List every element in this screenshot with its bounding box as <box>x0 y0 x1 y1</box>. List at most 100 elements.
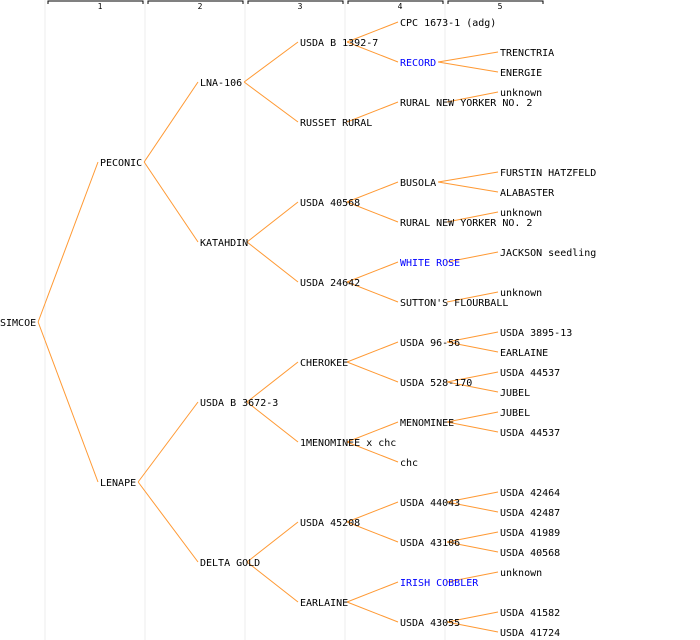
pedigree-node: SUTTON'S FLOURBALL <box>400 298 508 309</box>
pedigree-node: ALABASTER <box>500 188 555 199</box>
pedigree-node: USDA 24642 <box>300 278 360 289</box>
pedigree-edge <box>346 281 399 303</box>
pedigree-edges <box>37 21 499 633</box>
pedigree-node: RURAL NEW YORKER NO. 2 <box>400 98 532 109</box>
pedigree-edge <box>446 211 499 223</box>
pedigree-edge <box>246 401 299 443</box>
pedigree-node: USDA 40568 <box>300 198 360 209</box>
pedigree-edge <box>446 331 499 343</box>
pedigree-edge <box>243 81 299 123</box>
pedigree-node: CHEROKEE <box>300 358 348 369</box>
generation-number: 1 <box>98 2 103 11</box>
pedigree-edge <box>446 621 499 633</box>
generation-bracket <box>147 0 244 4</box>
pedigree-edge <box>346 101 399 123</box>
pedigree-node: USDA B 3672-3 <box>200 398 278 409</box>
pedigree-node: unknown <box>500 88 542 99</box>
pedigree-edge <box>346 361 399 383</box>
pedigree-edge <box>446 381 499 393</box>
pedigree-node: USDA 41724 <box>500 628 560 639</box>
pedigree-node: RURAL NEW YORKER NO. 2 <box>400 218 532 229</box>
pedigree-node-link[interactable]: RECORD <box>400 58 436 69</box>
pedigree-node: LNA-106 <box>200 78 242 89</box>
pedigree-node: JACKSON seedling <box>500 248 596 259</box>
pedigree-node: USDA 96-56 <box>400 338 460 349</box>
pedigree-node: TRENCTRIA <box>500 48 554 59</box>
pedigree-edge <box>446 411 499 423</box>
pedigree-edge <box>446 491 499 503</box>
pedigree-edge <box>143 81 199 163</box>
pedigree-edge <box>246 201 299 243</box>
pedigree-edge <box>346 21 399 43</box>
pedigree-node: USDA 45208 <box>300 518 360 529</box>
pedigree-edge <box>346 201 399 223</box>
pedigree-node: EARLAINE <box>300 598 348 609</box>
pedigree-edge <box>346 521 399 543</box>
pedigree-edge <box>346 501 399 523</box>
pedigree-edge <box>446 611 499 623</box>
pedigree-node: USDA 42487 <box>500 508 560 519</box>
pedigree-node: RUSSET RURAL <box>300 118 372 129</box>
generation-number: 3 <box>298 2 303 11</box>
pedigree-node: ENERGIE <box>500 68 542 79</box>
pedigree-edge <box>446 421 499 433</box>
pedigree-edge <box>246 521 299 563</box>
pedigree-edge <box>246 561 299 603</box>
pedigree-edge <box>243 41 299 83</box>
pedigree-edge <box>446 341 499 353</box>
pedigree-node: USDA 41582 <box>500 608 560 619</box>
pedigree-node: USDA 41989 <box>500 528 560 539</box>
pedigree-edge <box>346 421 399 443</box>
pedigree-node: USDA 44043 <box>400 498 460 509</box>
pedigree-edge <box>137 401 199 483</box>
pedigree-node: CPC 1673-1 (adg) <box>400 18 496 29</box>
pedigree-node: SIMCOE <box>0 318 36 329</box>
pedigree-edge <box>346 441 399 463</box>
pedigree-edge <box>446 571 499 583</box>
pedigree-node: JUBEL <box>500 408 530 419</box>
pedigree-edge <box>438 181 499 193</box>
pedigree-edge <box>346 601 399 623</box>
generation-bracket <box>247 0 344 4</box>
pedigree-edge <box>37 161 99 323</box>
pedigree-node: chc <box>400 458 418 469</box>
pedigree-edge <box>346 341 399 363</box>
pedigree-node: USDA 42464 <box>500 488 560 499</box>
pedigree-node: EARLAINE <box>500 348 548 359</box>
pedigree-edge <box>446 291 499 303</box>
pedigree-node: USDA B 1392-7 <box>300 38 378 49</box>
generation-headers: 1 2 3 4 5 <box>47 0 544 11</box>
pedigree-node: unknown <box>500 208 542 219</box>
pedigree-edge <box>438 171 499 183</box>
pedigree-node: FURSTIN HATZFELD <box>500 168 596 179</box>
pedigree-edge <box>246 361 299 403</box>
pedigree-node: USDA 528-170 <box>400 378 472 389</box>
pedigree-node: MENOMINEE <box>400 418 454 429</box>
pedigree-edge <box>143 161 199 243</box>
generation-dividers <box>44 0 446 640</box>
pedigree-edge <box>446 541 499 553</box>
pedigree-edge <box>438 61 499 73</box>
pedigree-edge <box>246 241 299 283</box>
generation-number: 2 <box>198 2 203 11</box>
generation-number: 5 <box>498 2 503 11</box>
pedigree-node: DELTA GOLD <box>200 558 260 569</box>
pedigree-node-link[interactable]: IRISH COBBLER <box>400 578 479 589</box>
generation-number: 4 <box>398 2 403 11</box>
pedigree-node: 1MENOMINEE x chc <box>300 438 396 449</box>
pedigree-node: USDA 43055 <box>400 618 460 629</box>
pedigree-edge <box>346 41 399 63</box>
pedigree-node: KATAHDIN <box>200 238 248 249</box>
pedigree-node: USDA 40568 <box>500 548 560 559</box>
pedigree-edge <box>346 261 399 283</box>
pedigree-edge <box>446 531 499 543</box>
pedigree-edge <box>37 321 99 483</box>
pedigree-edge <box>446 501 499 513</box>
pedigree-node: LENAPE <box>100 478 136 489</box>
pedigree-node: unknown <box>500 568 542 579</box>
pedigree-node-link[interactable]: WHITE ROSE <box>400 258 460 269</box>
pedigree-node: unknown <box>500 288 542 299</box>
pedigree-edge <box>137 481 199 563</box>
